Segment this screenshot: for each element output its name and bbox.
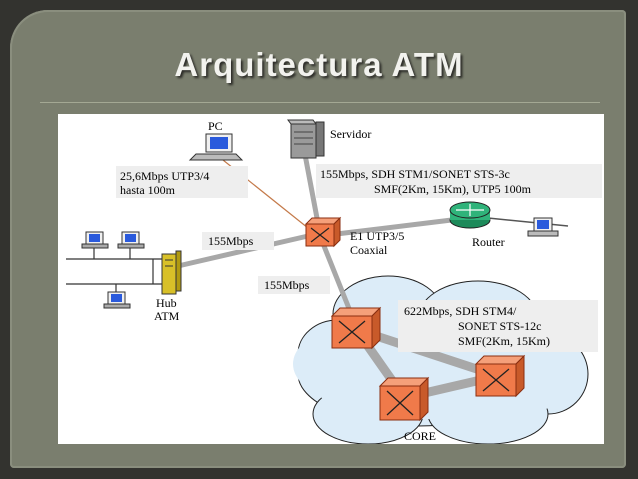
hub-link-label: 155Mbps <box>208 234 254 248</box>
server-icon <box>287 119 325 159</box>
switch-e1-label-line2: Coaxial <box>350 243 388 257</box>
core-label: CORE <box>404 429 436 443</box>
atm-switch-core-a-icon <box>330 306 382 350</box>
server-link-label-line1: 155Mbps, SDH STM1/SONET STS-3c <box>320 167 510 181</box>
core-link-label-box <box>258 276 330 294</box>
backbone-label-line3: SMF(2Km, 15Km) <box>458 334 550 348</box>
server-link-label-line2: SMF(2Km, 15Km), UTP5 100m <box>374 182 532 196</box>
pc-link-label-line1: 25,6Mbps UTP3/4 <box>120 169 209 183</box>
lan-bus <box>66 246 168 296</box>
link-core-a-c <box>353 325 503 381</box>
backbone-label-line2: SONET STS-12c <box>458 319 541 333</box>
lan-pc-1-icon <box>81 231 109 249</box>
server-label: Servidor <box>330 127 371 141</box>
pc-link-label-box <box>116 166 248 198</box>
atm-switch-core-b-icon <box>378 376 430 422</box>
atm-switch-core-c-icon <box>474 354 526 398</box>
lan-pc-3-icon <box>103 291 131 309</box>
atm-architecture-diagram: Hub ATM PC Servidor 25,6Mbps UTP3/4 hast… <box>58 114 604 444</box>
router-label: Router <box>472 235 505 249</box>
title-divider <box>40 102 600 103</box>
link-hub-switch <box>175 233 311 269</box>
router-icon <box>449 201 491 229</box>
hub-label-line1: Hub <box>156 296 177 310</box>
router-host-pc-icon <box>527 217 559 237</box>
atm-switch-central-icon <box>304 216 342 248</box>
backbone-label-box <box>398 300 598 352</box>
core-link-label: 155Mbps <box>264 278 310 292</box>
pc-icon <box>188 133 244 161</box>
lan-pc-2-icon <box>117 231 145 249</box>
pc-label: PC <box>208 119 223 133</box>
slide-title: Arquitectura ATM <box>174 46 464 83</box>
hub-link-label-box <box>202 232 274 250</box>
pc-link-label-line2: hasta 100m <box>120 183 176 197</box>
hub-label-line2: ATM <box>154 309 180 323</box>
hub-atm-icon <box>161 250 182 295</box>
server-link-label-box <box>316 164 602 198</box>
switch-e1-label-line1: E1 UTP3/5 <box>350 229 404 243</box>
link-switch-router <box>317 215 471 239</box>
backbone-label-line1: 622Mbps, SDH STM4/ <box>404 304 517 318</box>
link-router-host <box>487 217 569 227</box>
